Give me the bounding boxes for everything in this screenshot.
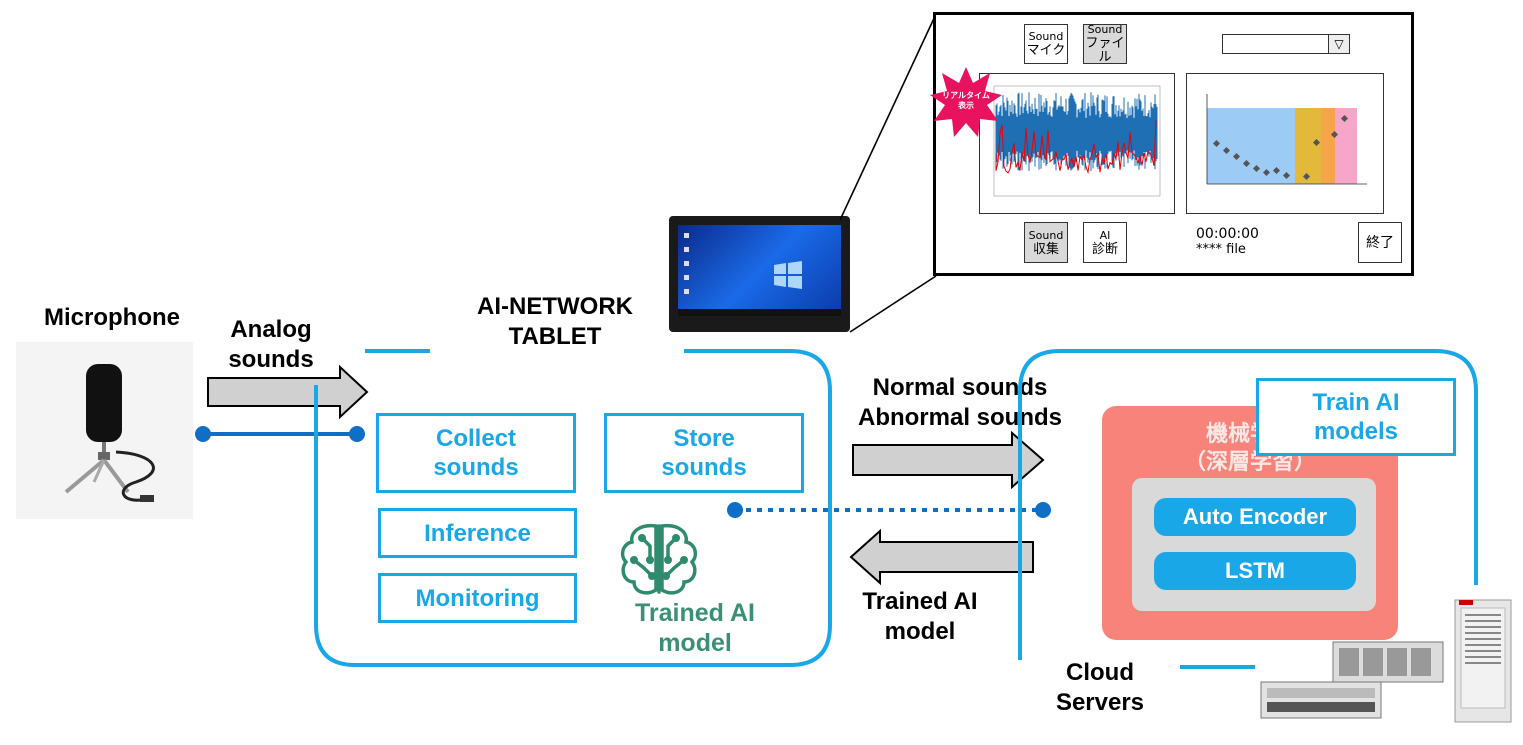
- realtime-badge-icon: [930, 67, 1002, 137]
- app-window: Sound マイク Sound ファイル ▽ リアルタイム 表示: [930, 12, 1414, 276]
- cloud-group-frame: [1018, 349, 1478, 669]
- mic-connection-line: [195, 426, 365, 442]
- ml-title: 機械学習 （深層学習）: [1183, 421, 1316, 474]
- sound-collect-line1: Sound: [1028, 228, 1064, 242]
- inference-box: Inference: [378, 508, 577, 558]
- monitoring-box: Monitoring: [378, 573, 577, 623]
- scatter-panel: [1186, 73, 1384, 214]
- microphone-label: Microphone: [44, 304, 180, 331]
- sound-mic-button[interactable]: Sound マイク: [1024, 24, 1068, 64]
- sound-file-line1: Sound: [1087, 23, 1123, 36]
- tablet-device: [669, 216, 850, 332]
- file-name-text: **** file: [1196, 242, 1246, 257]
- trained-model-label: Trained AI model: [635, 599, 755, 657]
- right-arrow-sounds: [852, 430, 1045, 490]
- dropdown-arrow-icon[interactable]: ▽: [1328, 35, 1349, 53]
- waveform-panel: [979, 73, 1175, 214]
- file-dropdown[interactable]: ▽: [1222, 34, 1350, 54]
- sound-mic-line2: マイク: [1026, 43, 1066, 58]
- sound-file-button[interactable]: Sound ファイル: [1083, 23, 1127, 65]
- brain-circuit-icon: [620, 523, 698, 595]
- end-button[interactable]: 終了: [1358, 222, 1402, 263]
- trained-model-arrow-label: Trained AI model: [862, 588, 978, 645]
- train-models-box: Train AI models: [1256, 378, 1456, 456]
- normal-abnormal-label: Normal sounds Abnormal sounds: [857, 374, 1062, 431]
- servers-image: [1260, 599, 1512, 723]
- ai-diagnosis-line1: AI: [1099, 228, 1111, 242]
- auto-encoder-pill: Auto Encoder: [1154, 498, 1356, 536]
- sound-collect-button[interactable]: Sound 収集: [1024, 222, 1068, 263]
- sound-file-line2: ファイル: [1085, 36, 1125, 65]
- collect-sounds-box: Collect sounds: [376, 413, 576, 493]
- analog-sounds-label: Analog sounds: [228, 316, 314, 373]
- lstm-pill: LSTM: [1154, 552, 1356, 590]
- timer-text: 00:00:00: [1196, 226, 1259, 242]
- store-sounds-box: Store sounds: [604, 413, 804, 493]
- sound-mic-line1: Sound: [1028, 30, 1064, 43]
- tablet-title: AI-NETWORK TABLET: [477, 293, 633, 350]
- ai-diagnosis-line2: 診断: [1091, 241, 1118, 257]
- cloud-servers-label: Cloud Servers: [1055, 659, 1145, 716]
- dotted-sync-line: [727, 502, 1051, 518]
- zoom-lines: [840, 13, 937, 333]
- microphone-image: [16, 342, 193, 519]
- realtime-badge-text: リアルタイム 表示: [942, 91, 990, 110]
- left-arrow-model: [849, 528, 1034, 586]
- tablet-screen: [678, 225, 841, 316]
- tablet-group-frame: [314, 349, 832, 667]
- ai-diagnosis-button[interactable]: AI 診断: [1083, 222, 1127, 263]
- sound-collect-line2: 収集: [1032, 241, 1059, 257]
- analog-arrow: [207, 364, 369, 420]
